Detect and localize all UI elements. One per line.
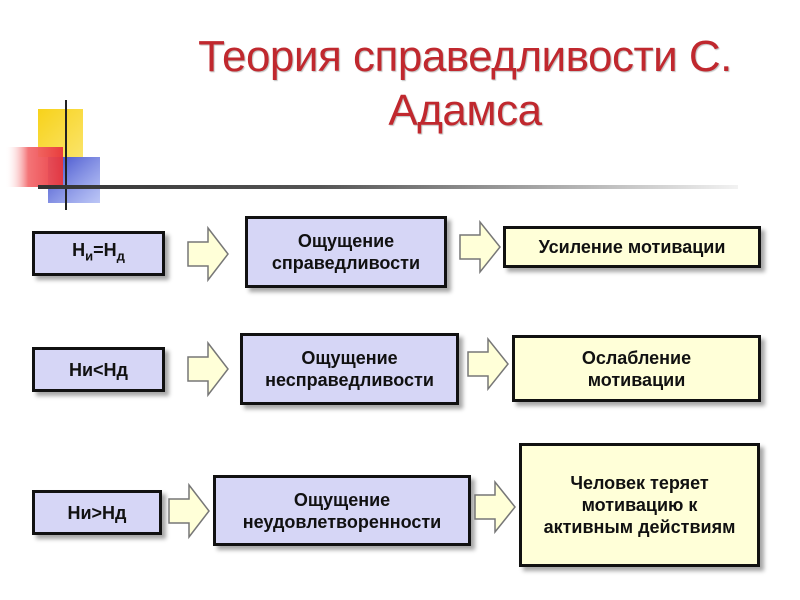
- feeling-injustice-line1: Ощущение: [301, 348, 398, 368]
- feeling-dissatisfaction-line2: неудовлетворенности: [242, 511, 442, 532]
- title-line-2: Адамса: [388, 86, 542, 135]
- result-box-lose-motivation: Человек теряет мотивацию к активным дейс…: [519, 443, 760, 567]
- result-lose-line2: мотивацию к: [581, 495, 698, 515]
- condition-box-less: Ни<Нд: [32, 347, 165, 392]
- feeling-injustice-line2: несправедливости: [265, 370, 434, 390]
- arrow-right-icon: [467, 336, 509, 392]
- condition-less-label: Ни<Нд: [68, 359, 128, 380]
- feeling-dissatisfaction-line1: Ощущение: [293, 489, 391, 510]
- condition-box-equal: Ни=Нд: [32, 231, 165, 276]
- result-weaken-line2: мотивации: [587, 369, 686, 390]
- arrow-right-icon: [168, 482, 210, 540]
- result-box-weaken: Ослабление мотивации: [512, 335, 761, 402]
- decorative-squares: [0, 95, 120, 215]
- result-lose-line3: активным действиям: [543, 517, 736, 537]
- condition-box-greater: Ни>Нд: [32, 490, 162, 535]
- title-underline: [38, 185, 738, 189]
- arrow-right-icon: [459, 219, 501, 275]
- arrow-right-icon: [187, 225, 229, 283]
- condition-greater-label: Ни>Нд: [67, 502, 127, 523]
- result-lose-line1: Человек теряет: [570, 473, 709, 493]
- condition-equal-label: Ни=Нд: [72, 240, 125, 264]
- result-weaken-line1: Ослабление: [581, 347, 692, 368]
- decorative-squares-graphic: [5, 100, 100, 210]
- arrow-right-icon: [474, 479, 516, 535]
- feeling-justice-line2: справедливости: [271, 253, 421, 273]
- result-increase-label: Усиление мотивации: [538, 237, 726, 257]
- feeling-box-justice: Ощущение справедливости: [245, 216, 447, 288]
- arrow-right-icon: [187, 340, 229, 398]
- feeling-justice-line1: Ощущение: [297, 231, 395, 251]
- feeling-box-injustice: Ощущение несправедливости: [240, 333, 459, 405]
- feeling-box-dissatisfaction: Ощущение неудовлетворенности: [213, 475, 471, 546]
- result-box-increase: Усиление мотивации: [503, 226, 761, 268]
- slide-title: Теория справедливости С. Адамса: [150, 30, 780, 138]
- title-line-1: Теория справедливости С.: [198, 32, 732, 81]
